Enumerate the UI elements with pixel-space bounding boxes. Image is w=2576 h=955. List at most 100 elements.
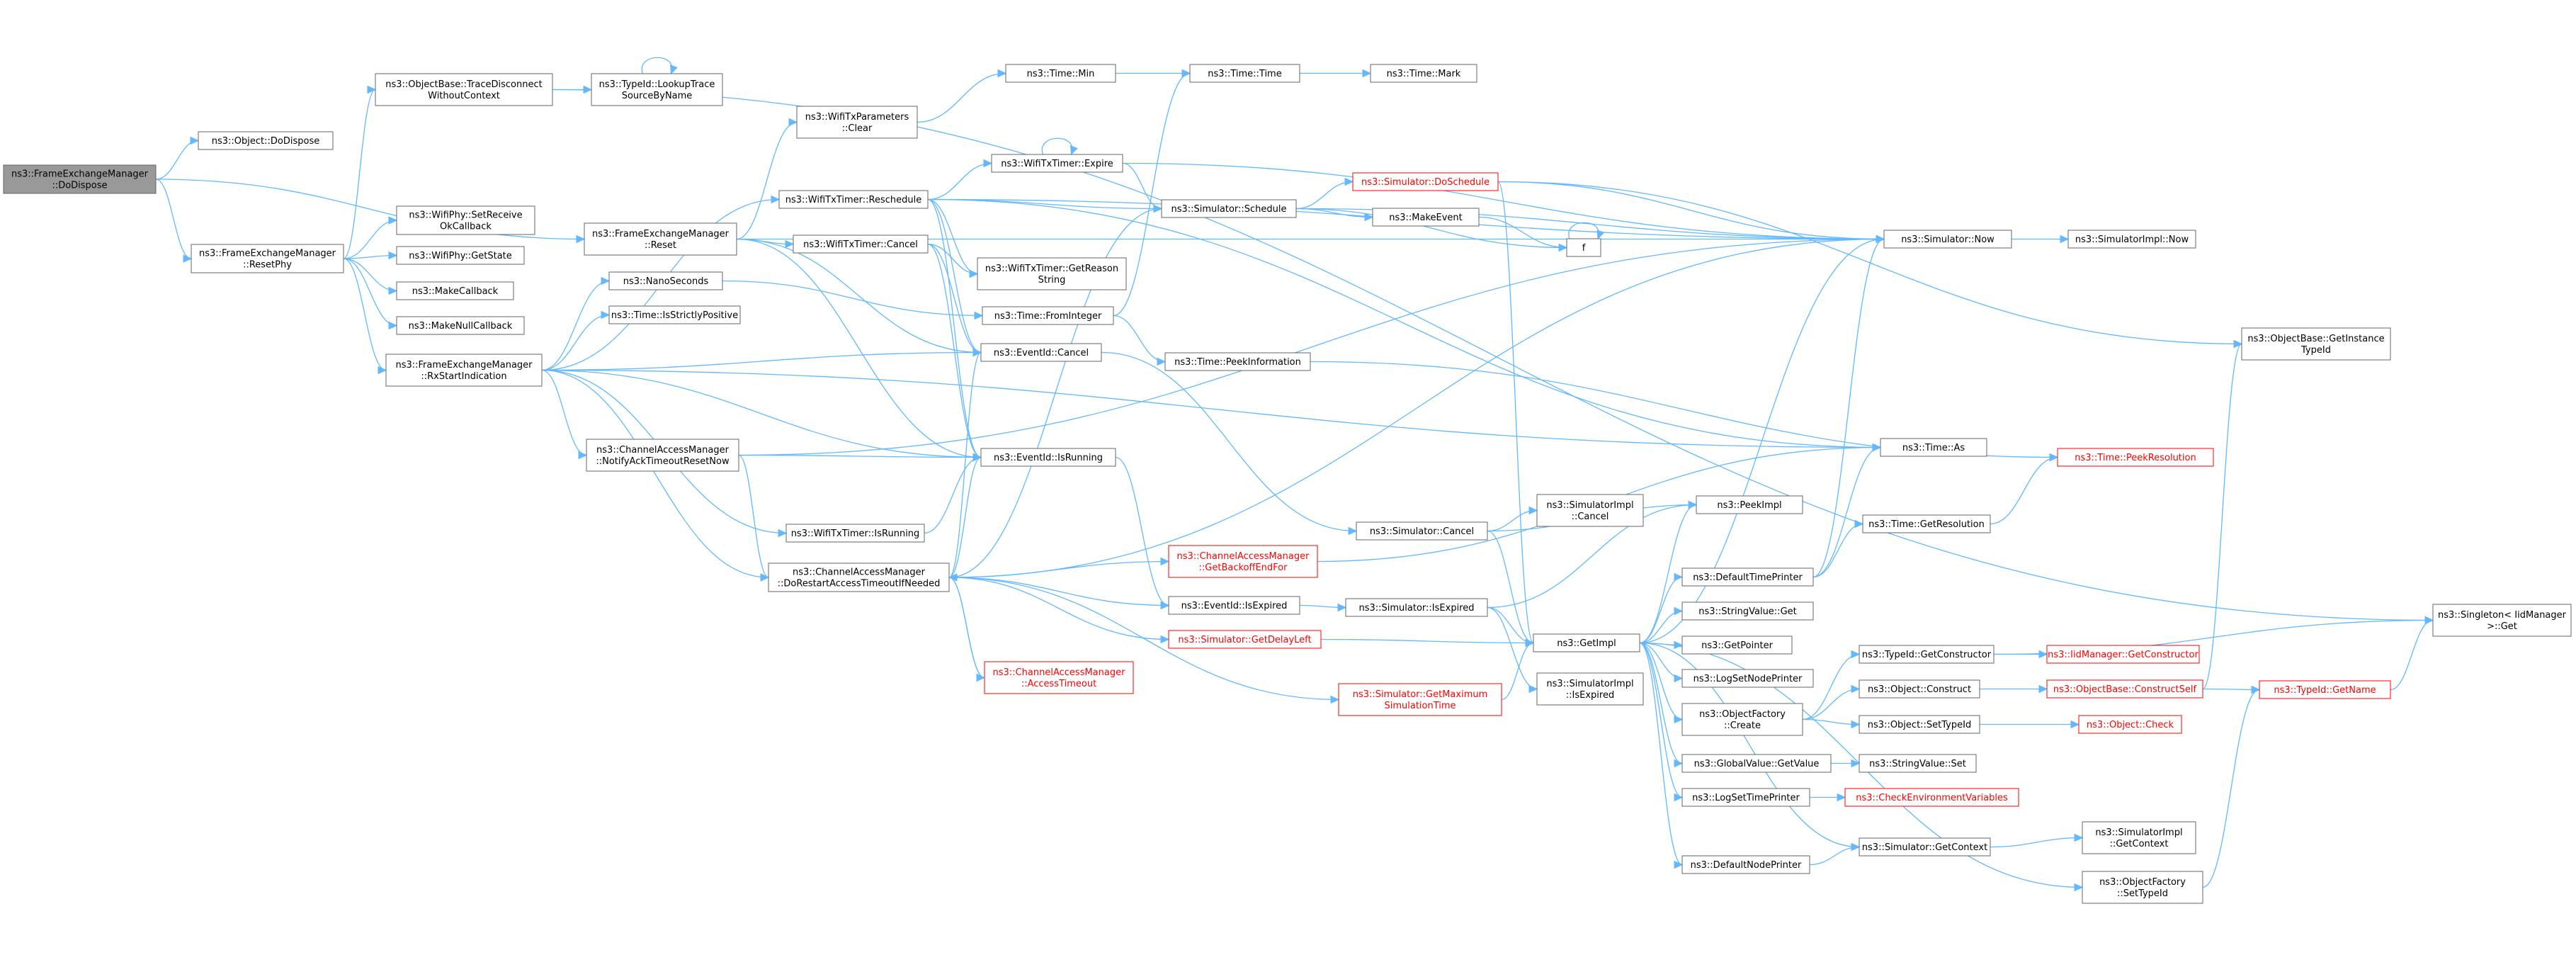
function-node-n56[interactable]: ns3::Time::PeekResolution [2057,448,2214,467]
function-node-n62[interactable]: ns3::Object::Check [2078,715,2182,734]
node-label-line: SourceByName [622,91,693,101]
function-node-n51[interactable]: ns3::GlobalValue::GetValue [1681,754,1832,773]
node-box [586,439,739,472]
function-node-n20[interactable]: ns3::WifiTxTimer::Expire [991,154,1123,173]
node-box [396,205,535,235]
function-node-n52[interactable]: ns3::LogSetTimePrinter [1681,788,1810,807]
function-node-n60[interactable]: ns3::ObjectBase::ConstructSelf [2046,679,2203,699]
function-node-n16[interactable]: ns3::WifiTxParameters::Clear [796,106,918,139]
edge-n26-to-n34 [1299,603,1347,612]
function-node-n19[interactable]: ns3::Time::Min [1005,64,1116,83]
function-node-n54[interactable]: ns3::ObjectFactory::SetTypeId [2082,871,2203,904]
function-node-n18[interactable]: ns3::WifiTxTimer::Cancel [793,234,929,254]
function-node-n40[interactable]: f [1566,238,1601,257]
function-node-n66[interactable]: ns3::SimulatorImpl::GetContext [2082,821,2196,854]
edge-n17-to-n20 [927,159,993,200]
function-node-n27[interactable]: ns3::Simulator::GetDelayLeft [1168,630,1322,649]
node-box [2078,715,2182,734]
function-node-n64[interactable]: ns3::CheckEnvironmentVariables [1844,788,2019,807]
function-node-n23[interactable]: ns3::EventId::Cancel [980,343,1102,362]
function-node-n58[interactable]: ns3::IidManager::GetConstructor [2046,645,2200,664]
function-node-n28[interactable]: ns3::ChannelAccessManager::AccessTimeout [984,661,1134,694]
function-node-n59[interactable]: ns3::Object::Construct [1859,679,1980,699]
node-label-line: TypeId [2300,345,2331,356]
edge-n10-to-n18 [736,238,795,249]
node-label-line: ns3::NanoSeconds [623,276,709,287]
node-label-line: ::Clear [842,123,873,134]
edge-n9-to-n13 [541,369,588,460]
function-node-n3[interactable]: ns3::ObjectBase::TraceDisconnectWithoutC… [375,73,553,106]
node-label-line: >::Get [2487,621,2517,632]
function-node-n50[interactable]: ns3::ObjectFactory::Create [1681,703,1803,736]
function-node-n49[interactable]: ns3::LogSetNodePrinter [1681,669,1814,688]
function-node-n36[interactable]: ns3::Simulator::DoSchedule [1352,172,1499,191]
function-node-n57[interactable]: ns3::TypeId::GetConstructor [1859,645,1995,664]
function-node-n29[interactable]: ns3::Time::Time [1189,64,1300,83]
function-node-n48[interactable]: ns3::GetPointer [1681,635,1793,655]
function-node-n24[interactable]: ns3::EventId::IsRunning [980,448,1116,467]
function-node-n44[interactable]: ns3::Time::GetResolution [1862,514,1991,533]
node-box [396,316,525,335]
function-node-n32[interactable]: ns3::Time::PeekInformation [1164,352,1311,371]
function-node-n26[interactable]: ns3::EventId::IsExpired [1168,596,1300,615]
function-node-n38[interactable]: ns3::SimulatorImpl::Cancel [1536,494,1644,527]
function-node-n46[interactable]: ns3::GetImpl [1533,633,1640,652]
function-node-n17[interactable]: ns3::WifiTxTimer::Reschedule [778,190,929,209]
node-label-line: ::Create [1724,721,1761,731]
function-node-n43[interactable]: ns3::PeekImpl [1696,495,1803,514]
edge-n68-to-n69 [2390,616,2434,691]
function-node-n65[interactable]: ns3::Simulator::GetContext [1859,837,1991,857]
function-node-n22[interactable]: ns3::Time::FromInteger [982,306,1114,325]
function-node-n7[interactable]: ns3::MakeCallback [396,281,514,300]
edge-n61-to-n62 [1979,720,2080,729]
node-label-line: ns3::DefaultTimePrinter [1693,572,1803,583]
function-node-n13[interactable]: ns3::ChannelAccessManager::NotifyAckTime… [586,439,739,472]
edge-n46-to-n45 [1639,572,1684,644]
function-node-n69[interactable]: ns3::Singleton< IidManager>::Get [2432,604,2572,637]
node-box [1681,754,1832,773]
function-node-n8[interactable]: ns3::MakeNullCallback [396,316,525,335]
function-node-n61[interactable]: ns3::Object::SetTypeId [1859,715,1980,734]
function-node-n42[interactable]: ns3::SimulatorImpl::Now [2067,230,2196,249]
node-label-line: ns3::WifiTxTimer::Expire [1001,159,1113,169]
function-node-n14[interactable]: ns3::WifiTxTimer::IsRunning [785,524,925,543]
function-node-n41[interactable]: ns3::Simulator::Now [1883,230,2012,249]
edge-layer [155,57,2434,892]
function-node-n47[interactable]: ns3::StringValue::Get [1681,601,1814,621]
function-node-n25[interactable]: ns3::ChannelAccessManager::GetBackoffEnd… [1168,545,1318,578]
function-node-n39[interactable]: ns3::SimulatorImpl::IsExpired [1536,672,1644,706]
function-node-n15[interactable]: ns3::ChannelAccessManager::DoRestartAcce… [768,563,950,592]
function-node-n0[interactable]: ns3::FrameExchangeManager::DoDispose [3,164,157,194]
function-node-n55[interactable]: ns3::Time::As [1880,438,1987,457]
function-node-n31[interactable]: ns3::Simulator::Schedule [1161,199,1297,218]
function-node-n1[interactable]: ns3::Object::DoDispose [198,131,334,150]
node-label-line: ns3::Object::Construct [1868,684,1971,695]
function-node-n11[interactable]: ns3::NanoSeconds [608,271,723,290]
function-node-n2[interactable]: ns3::FrameExchangeManager::ResetPhy [191,244,344,273]
function-node-n68[interactable]: ns3::TypeId::GetName [2259,680,2391,699]
function-node-n9[interactable]: ns3::FrameExchangeManager::RxStartIndica… [385,354,543,387]
function-node-n10[interactable]: ns3::FrameExchangeManager::Reset [584,222,737,256]
function-node-n12[interactable]: ns3::Time::IsStrictlyPositive [608,305,741,324]
edge-n23-to-n33 [1101,351,1358,536]
function-node-n63[interactable]: ns3::StringValue::Set [1859,754,1977,773]
function-node-n37[interactable]: ns3::MakeEvent [1372,208,1480,227]
node-label-line: ns3::ObjectBase::ConstructSelf [2053,684,2197,695]
edge-n31-to-n36 [1295,177,1354,210]
node-label-line: ns3::Singleton< IidManager [2438,610,2567,621]
edge-n2-to-n8 [343,258,398,330]
function-node-n6[interactable]: ns3::WifiPhy::GetState [396,246,525,265]
node-label-line: ns3::WifiPhy::GetState [409,251,512,261]
function-node-n45[interactable]: ns3::DefaultTimePrinter [1681,567,1814,587]
node-label-line: ns3::StringValue::Set [1869,759,1966,769]
edge-n10-to-n23 [736,238,982,357]
function-node-n53[interactable]: ns3::DefaultNodePrinter [1681,855,1810,874]
function-node-n33[interactable]: ns3::Simulator::Cancel [1356,521,1488,541]
function-node-n30[interactable]: ns3::Time::Mark [1370,64,1477,83]
function-node-n34[interactable]: ns3::Simulator::IsExpired [1345,598,1488,617]
